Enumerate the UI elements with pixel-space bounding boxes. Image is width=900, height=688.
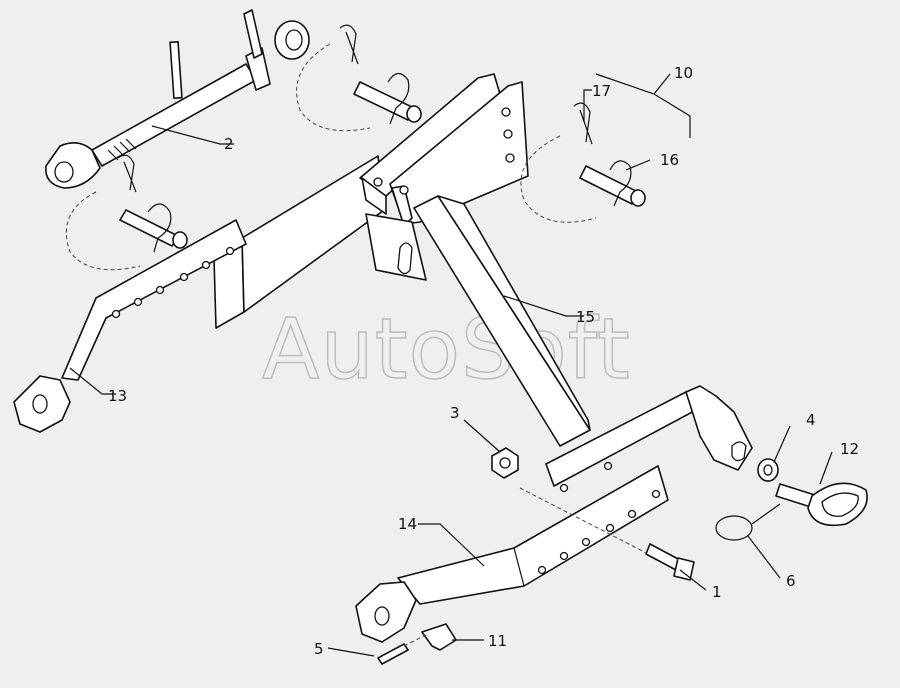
callout-17: 17 — [592, 82, 611, 100]
bolt-part-1 — [645, 543, 681, 571]
callout-10: 10 — [674, 64, 693, 82]
callout-11: 11 — [488, 632, 507, 650]
callout-4: 4 — [806, 411, 816, 429]
callout-13: 13 — [108, 387, 127, 405]
callout-5: 5 — [314, 640, 324, 658]
pin-part-5 — [377, 643, 409, 665]
callout-16: 16 — [660, 151, 679, 169]
pin-with-clip-right — [296, 24, 422, 132]
callout-15: 15 — [576, 308, 595, 326]
callout-2: 2 — [224, 135, 234, 153]
callout-14: 14 — [398, 515, 417, 533]
hardware-parts — [377, 447, 868, 665]
callout-numbers: 2 10 17 16 15 13 14 3 4 12 6 1 5 11 — [108, 64, 859, 658]
callout-6: 6 — [786, 572, 796, 590]
frame-part-15 — [213, 73, 753, 493]
lower-link-part-14 — [355, 465, 669, 643]
callout-3: 3 — [450, 404, 460, 422]
leader-lines — [69, 73, 833, 657]
pin-with-clip-16-17 — [520, 102, 646, 223]
pin-with-clip-left — [65, 154, 188, 271]
lower-link-part-13 — [13, 219, 247, 433]
callout-1: 1 — [712, 583, 722, 601]
callout-12: 12 — [840, 440, 859, 458]
ring-part-6 — [715, 515, 753, 541]
clip-part-11 — [421, 623, 457, 651]
top-link-part-2 — [45, 9, 310, 189]
